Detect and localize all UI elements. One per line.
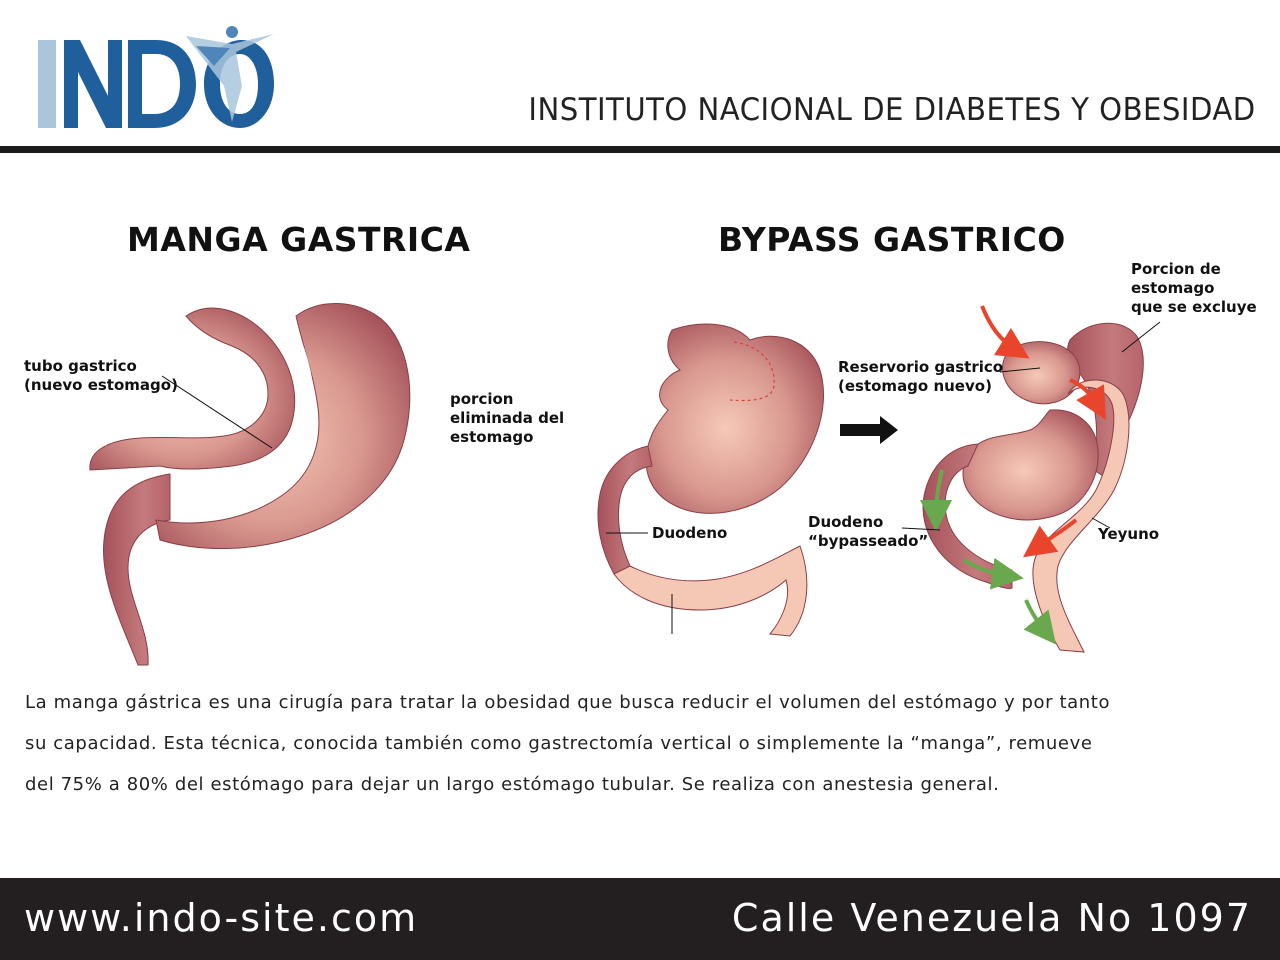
label-tubo-gastrico-line2: (nuevo estomago) bbox=[24, 376, 178, 394]
description-paragraph: La manga gástrica es una cirugía para tr… bbox=[25, 682, 1265, 805]
indo-logo bbox=[36, 26, 286, 132]
leader-yeyuno bbox=[1091, 517, 1111, 529]
label-porcion-excluye-line3: que se excluye bbox=[1131, 298, 1257, 316]
leader-reservorio bbox=[999, 367, 1041, 373]
jejunum-normal bbox=[613, 545, 808, 637]
leader-duodeno-bypass bbox=[901, 527, 941, 531]
transition-arrow bbox=[840, 416, 898, 444]
surgery-diagram bbox=[0, 260, 1280, 680]
red-arrow-jejunum-top bbox=[1069, 378, 1106, 420]
label-porcion-eliminada-line2: eliminada del bbox=[450, 409, 565, 427]
label-reservorio-line1: Reservorio gastrico bbox=[838, 358, 1004, 376]
gastric-sleeve-tube bbox=[89, 307, 296, 471]
logo-letter-d bbox=[128, 40, 196, 128]
green-arrow-outflow bbox=[1023, 599, 1056, 645]
label-yeyuno: Yeyuno bbox=[1098, 525, 1160, 543]
header-rule bbox=[0, 146, 1280, 153]
duodenum-normal bbox=[597, 445, 653, 575]
label-porcion-excluye: Porcion de estomago que se excluye bbox=[1131, 260, 1257, 317]
description-line-1: La manga gástrica es una cirugía para tr… bbox=[25, 692, 1111, 713]
label-porcion-excluye-line1: Porcion de bbox=[1131, 260, 1221, 278]
staple-line bbox=[219, 338, 315, 511]
logo-figure-head bbox=[226, 26, 238, 38]
leader-porcion-excluye bbox=[1121, 321, 1161, 353]
label-tubo-gastrico-line1: tubo gastrico bbox=[24, 357, 137, 375]
bypass-figure bbox=[901, 305, 1161, 653]
footer-website: www.indo-site.com bbox=[24, 896, 419, 940]
duodenum-tube-left bbox=[102, 473, 171, 666]
surgery-illustrations bbox=[89, 303, 1161, 666]
normal-stomach-figure bbox=[597, 323, 824, 637]
description-line-2: su capacidad. Esta técnica, conocida tam… bbox=[25, 733, 1093, 754]
label-duodeno-bypass: Duodeno “bypasseado” bbox=[808, 513, 928, 551]
label-tubo-gastrico: tubo gastrico (nuevo estomago) bbox=[24, 357, 178, 395]
label-porcion-eliminada: porcion eliminada del estomago bbox=[450, 390, 564, 447]
sleeve-gastrectomy-figure bbox=[89, 303, 411, 666]
description-line-3: del 75% a 80% del estómago para dejar un… bbox=[25, 774, 1000, 795]
green-arrow-junction bbox=[962, 557, 1024, 590]
normal-stomach bbox=[645, 323, 824, 514]
removed-stomach-portion bbox=[155, 303, 411, 550]
leader-tubo-gastrico bbox=[161, 375, 273, 449]
label-porcion-excluye-line2: estomago bbox=[1131, 279, 1215, 297]
indo-logo-graphic bbox=[38, 26, 274, 128]
footer-address: Calle Venezuela No 1097 bbox=[731, 896, 1252, 940]
logo-letter-n bbox=[64, 40, 122, 128]
title-manga-gastrica: MANGA GASTRICA bbox=[127, 220, 471, 259]
label-reservorio: Reservorio gastrico (estomago nuevo) bbox=[838, 358, 1003, 396]
stomach-cut-line bbox=[729, 341, 775, 402]
label-duodeno-bypass-line2: “bypasseado” bbox=[808, 532, 929, 550]
label-porcion-eliminada-line1: porcion bbox=[450, 390, 514, 408]
red-arrow-esophagus bbox=[980, 305, 1030, 359]
jejunum-limb bbox=[1032, 379, 1130, 653]
logo-figure-arm bbox=[196, 46, 230, 66]
label-reservorio-line2: (estomago nuevo) bbox=[838, 377, 992, 395]
red-arrow-jejunum-mid bbox=[1022, 518, 1078, 558]
label-duodeno: Duodeno bbox=[652, 524, 728, 542]
footer-bar: www.indo-site.com Calle Venezuela No 109… bbox=[0, 878, 1280, 960]
label-porcion-eliminada-line3: estomago bbox=[450, 428, 534, 446]
logo-letter-i bbox=[38, 40, 56, 128]
bypassed-stomach-body bbox=[962, 409, 1099, 521]
title-bypass-gastrico: BYPASS GASTRICO bbox=[718, 220, 1066, 259]
label-duodeno-bypass-line1: Duodeno bbox=[808, 513, 884, 531]
institute-name: INSTITUTO NACIONAL DE DIABETES Y OBESIDA… bbox=[528, 92, 1256, 128]
green-arrow-duodenum bbox=[920, 469, 953, 532]
